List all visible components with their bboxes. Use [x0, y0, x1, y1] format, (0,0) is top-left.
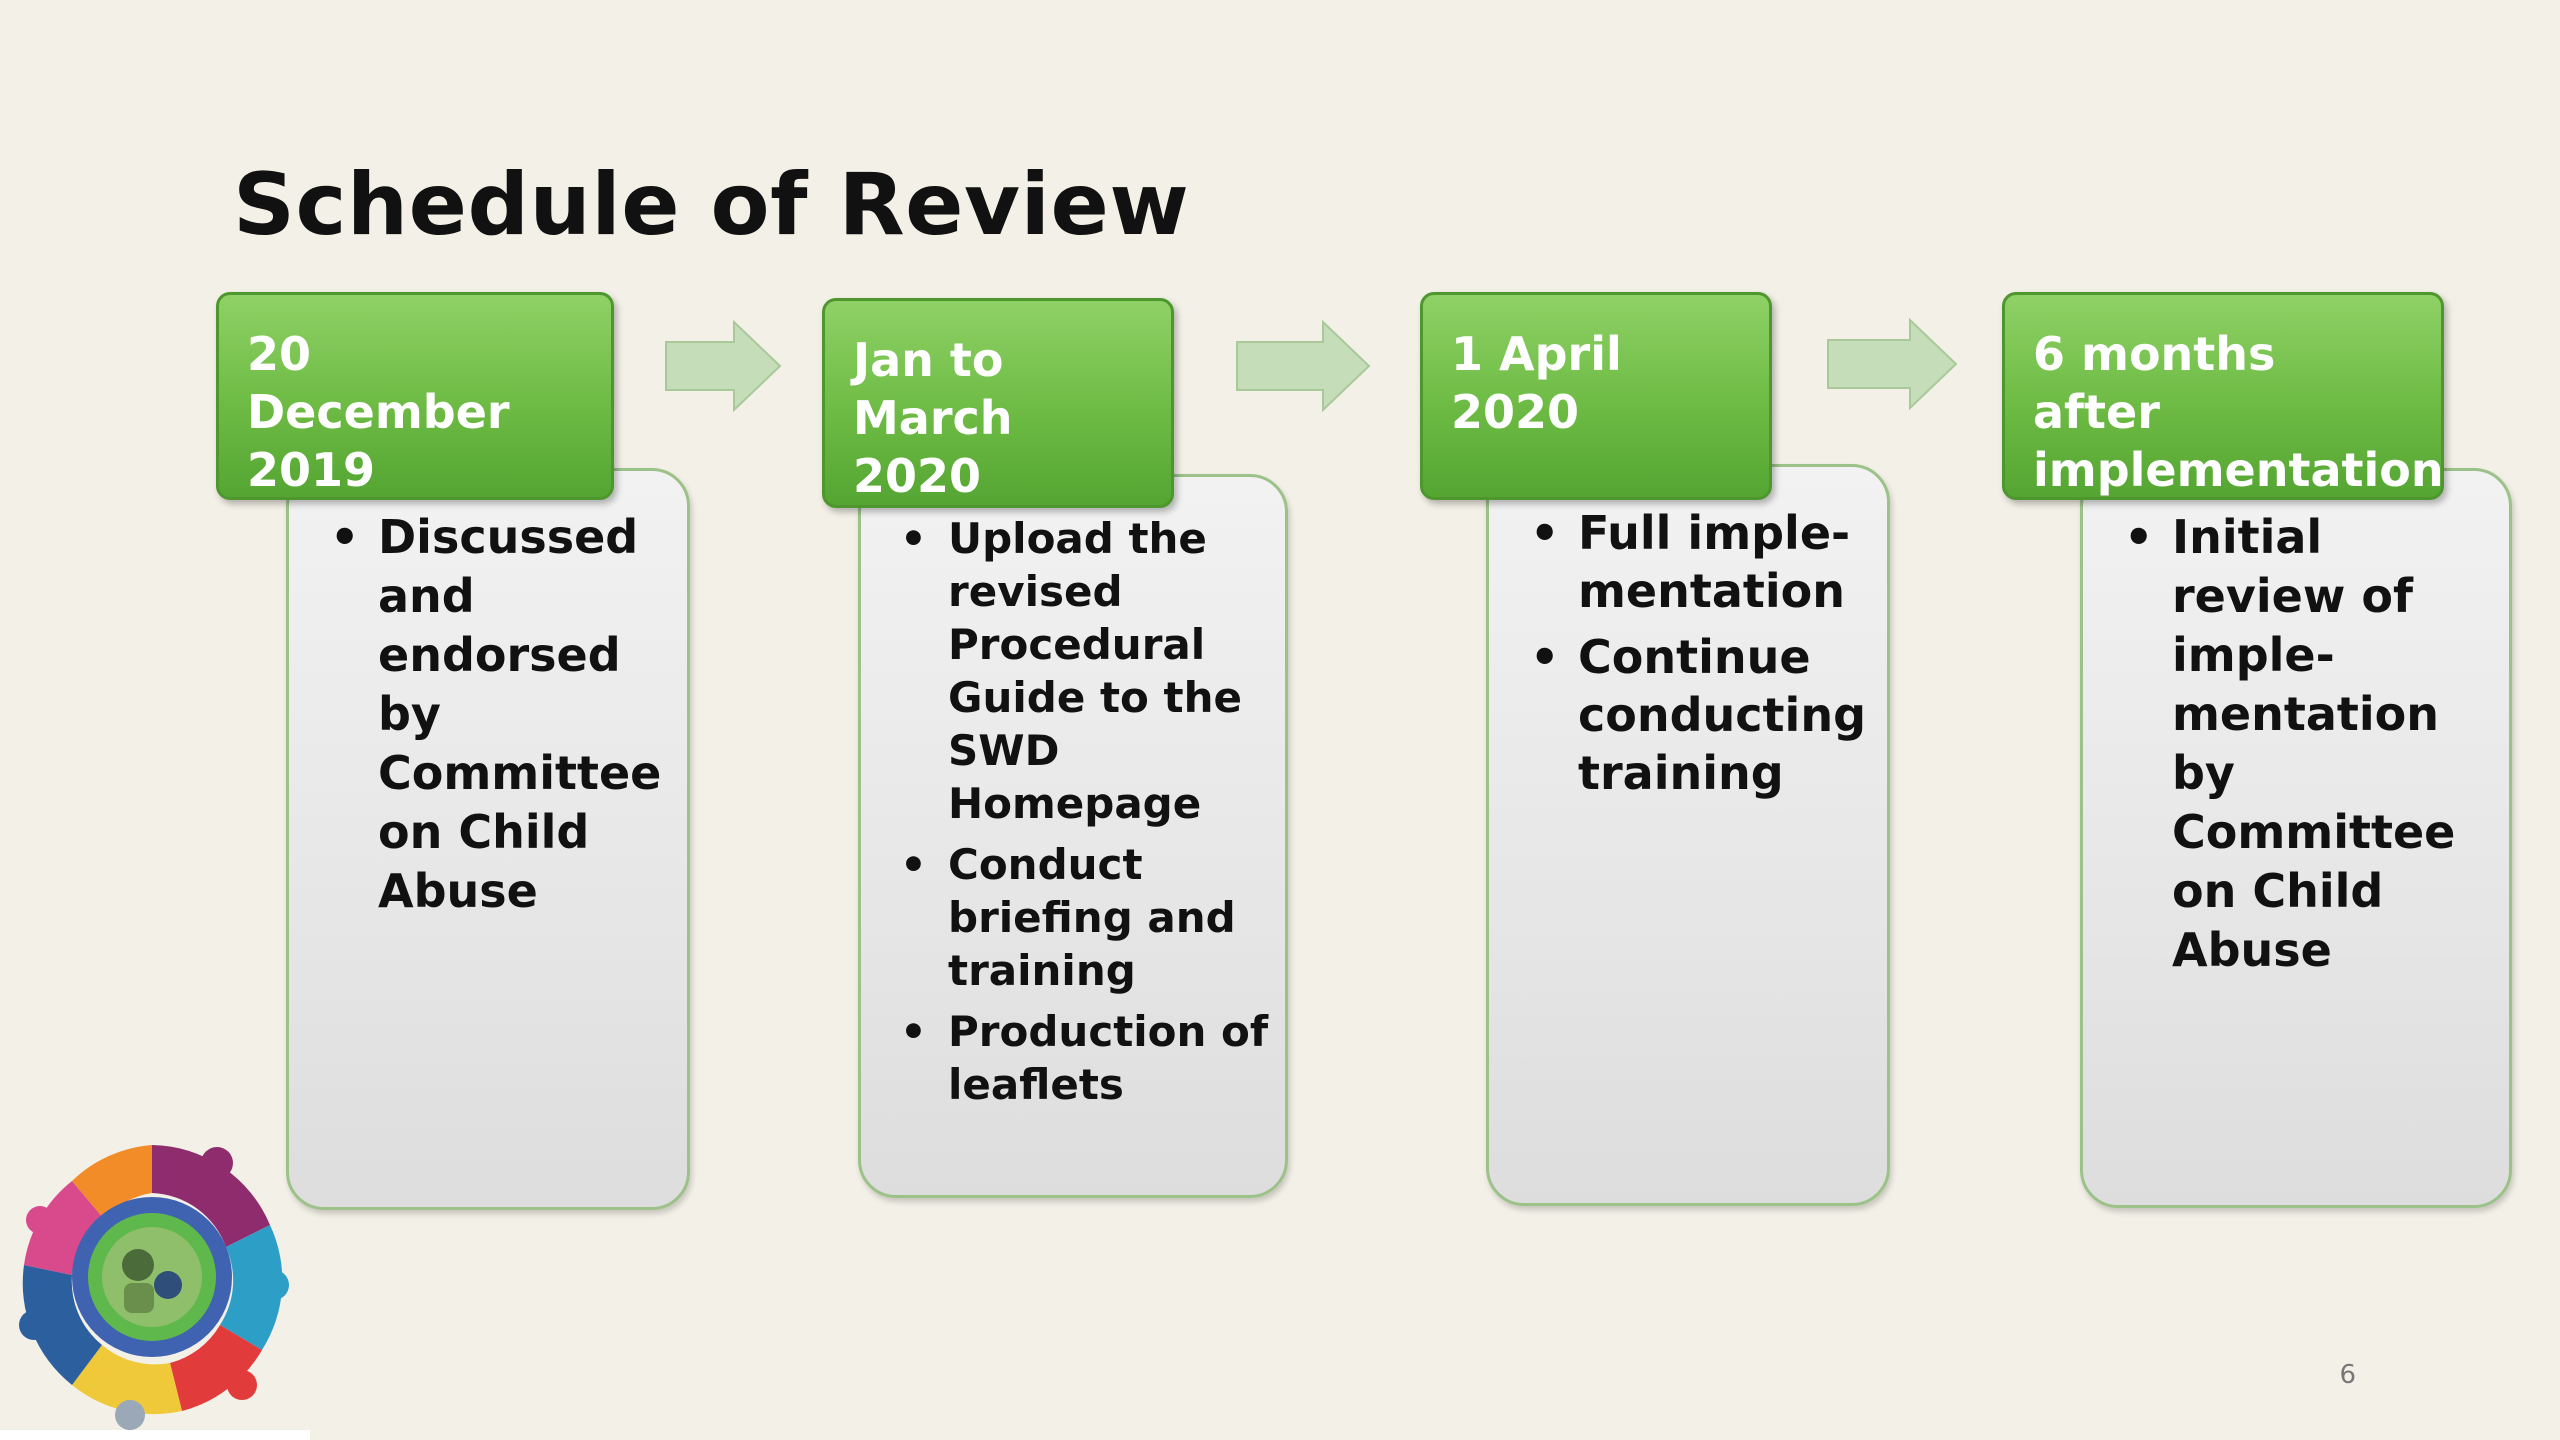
step-4-bullets: Initial review of imple-mentation by Com…	[2124, 508, 2496, 988]
step-4-header: 6 months after implementation	[2002, 292, 2444, 500]
logo-base-strip	[0, 1430, 310, 1440]
step-3-header-line-1: 1 April 2020	[1451, 327, 1622, 439]
step-3-header: 1 April 2020	[1420, 292, 1772, 500]
step-2-bullet-1: Upload the revised Procedural Guide to t…	[900, 512, 1270, 830]
right-arrow-icon	[1827, 318, 1958, 410]
step-2-bullet-2: Conduct briefing and training	[900, 838, 1270, 997]
step-2-header: Jan to March 2020	[822, 298, 1174, 508]
step-4-bullet-1: Initial review of imple-mentation by Com…	[2124, 508, 2496, 980]
step-1-header-line-2: 2019	[247, 443, 376, 497]
puzzle-ring-logo	[19, 1145, 289, 1430]
right-arrow-icon	[1236, 320, 1371, 412]
step-1-header: 20 December 2019	[216, 292, 614, 500]
step-1-bullets: Discussed and endorsed by Committee on C…	[330, 508, 670, 929]
step-4-header-line-1: 6 months after	[2033, 327, 2276, 439]
step-3-bullets: Full imple-mentation Continue conducting…	[1530, 504, 1875, 810]
step-2-header-line-2: 2020	[853, 449, 982, 503]
step-2-header-line-1: Jan to March	[853, 333, 1013, 445]
step-3-bullet-1: Full imple-mentation	[1530, 504, 1875, 620]
step-4-header-line-2: implementation	[2033, 443, 2444, 497]
slide-title: Schedule of Review	[233, 155, 1190, 255]
step-1-bullet-1: Discussed and endorsed by Committee on C…	[330, 508, 670, 921]
right-arrow-icon	[665, 320, 782, 412]
step-1-header-line-1: 20 December	[247, 327, 510, 439]
step-3-bullet-2: Continue conducting training	[1530, 628, 1875, 802]
step-2-bullets: Upload the revised Procedural Guide to t…	[900, 512, 1270, 1119]
page-number: 6	[2339, 1360, 2356, 1390]
step-2-bullet-3: Production of leaflets	[900, 1005, 1270, 1111]
